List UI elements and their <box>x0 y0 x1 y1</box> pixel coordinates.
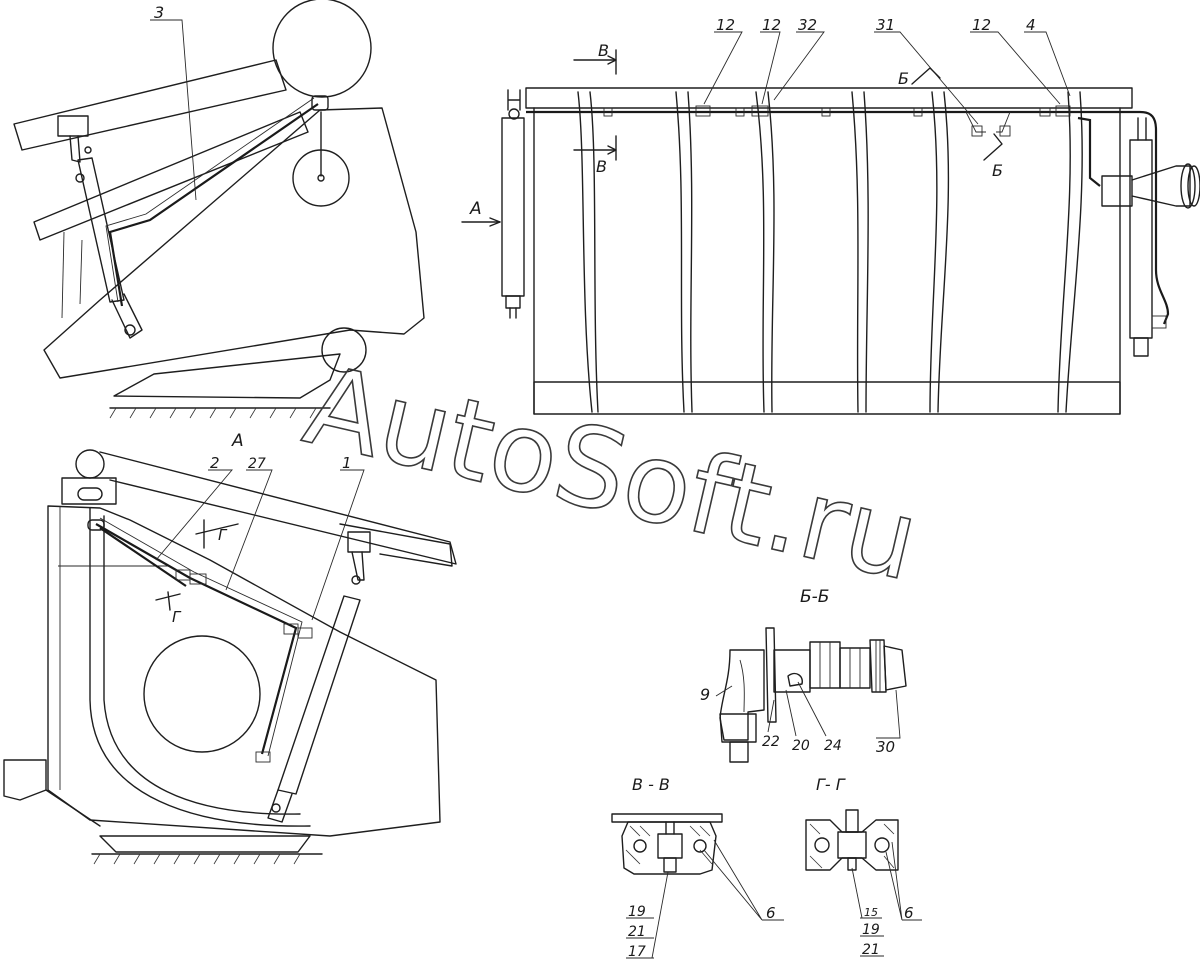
section-title-ve-ve: В - В <box>632 775 670 794</box>
label-part-4: 4 <box>1026 16 1036 34</box>
label-part-3: 3 <box>154 3 164 22</box>
label-part-19-vv: 19 <box>628 904 646 920</box>
label-part-30: 30 <box>876 738 895 756</box>
section-mark-ge-top: Г <box>218 526 228 544</box>
label-part-12-c: 12 <box>972 16 991 34</box>
label-part-9: 9 <box>700 685 710 704</box>
section-mark-b-bottom: B <box>596 157 607 176</box>
label-part-6-vv: 6 <box>766 904 776 922</box>
section-be-be: Б-Б 9 22 20 24 30 <box>700 587 907 763</box>
section-mark-be-top: Б <box>898 69 909 88</box>
view-top-left: 3 <box>13 0 425 419</box>
label-part-31: 31 <box>876 16 895 34</box>
section-title-ge-ge: Г- Г <box>816 775 846 794</box>
label-part-15-gg: 15 <box>864 906 878 919</box>
watermark-text: AutoSoft.ru <box>294 341 929 606</box>
section-title-be-be: Б-Б <box>800 587 829 607</box>
view-arrow-a: A <box>469 199 482 219</box>
section-mark-ge-bottom: Г <box>172 608 182 626</box>
label-part-32: 32 <box>798 16 817 34</box>
label-part-12-a: 12 <box>716 16 735 34</box>
label-part-6-gg: 6 <box>904 904 914 922</box>
section-ve-ve: В - В 19 21 17 6 <box>611 775 784 960</box>
label-part-24: 24 <box>824 738 842 754</box>
label-part-12-b: 12 <box>762 16 781 34</box>
label-part-21-vv: 21 <box>628 924 646 940</box>
section-ge-ge: Г- Г 15 19 21 6 <box>805 775 922 958</box>
label-part-1: 1 <box>342 454 352 472</box>
label-part-17-vv: 17 <box>628 944 646 960</box>
label-part-22: 22 <box>762 734 780 750</box>
label-part-19-gg: 19 <box>862 922 880 938</box>
label-part-21-gg: 21 <box>862 942 880 958</box>
section-mark-be-bottom: Б <box>992 161 1003 180</box>
section-mark-b-top: B <box>598 41 609 60</box>
view-title-a: А <box>231 431 244 451</box>
view-top-right: 12 12 32 31 12 4 B B Б Б A <box>461 16 1200 415</box>
label-part-20: 20 <box>792 738 810 754</box>
label-part-2: 2 <box>210 454 220 472</box>
view-bottom-left: А <box>3 431 457 865</box>
label-part-27: 27 <box>248 456 266 472</box>
